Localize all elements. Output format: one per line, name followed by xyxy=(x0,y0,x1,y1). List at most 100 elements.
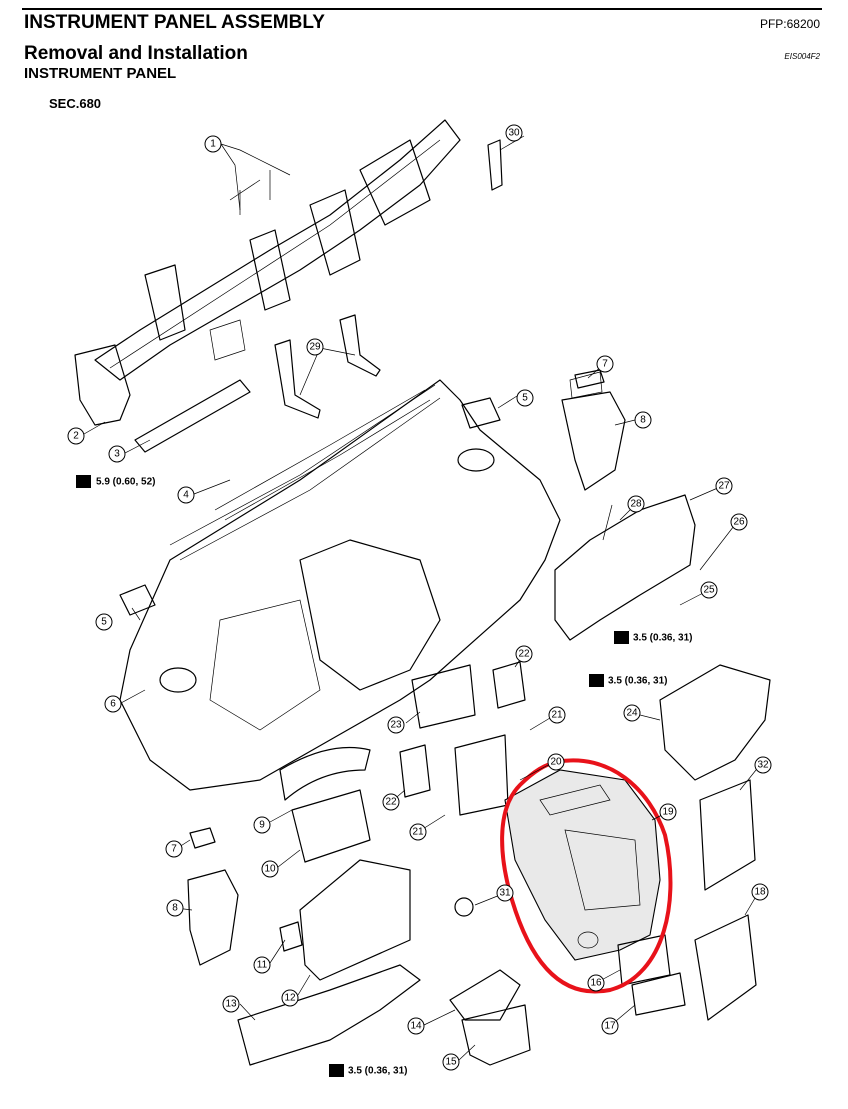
callout-26: 26 xyxy=(730,513,748,531)
svg-text:23: 23 xyxy=(390,720,402,731)
callout-2: 2 xyxy=(67,427,85,445)
svg-text:31: 31 xyxy=(499,888,511,899)
callout-9: 9 xyxy=(253,816,271,834)
header-rule xyxy=(22,8,822,10)
svg-text:28: 28 xyxy=(630,499,642,510)
svg-text:5: 5 xyxy=(101,617,107,628)
svg-text:5: 5 xyxy=(522,393,528,404)
column-cover-14 xyxy=(449,969,521,1021)
callout-22: 22 xyxy=(515,645,533,663)
part-20 xyxy=(454,734,509,816)
svg-text:24: 24 xyxy=(626,708,638,719)
svg-text:3.5 (0.36, 31): 3.5 (0.36, 31) xyxy=(348,1066,407,1077)
svg-text:12: 12 xyxy=(284,993,296,1004)
callout-17: 17 xyxy=(601,1017,619,1035)
torque-label: 3.5 (0.36, 31) xyxy=(589,674,667,687)
svg-text:26: 26 xyxy=(733,517,745,528)
glove-box-24 xyxy=(659,664,771,781)
callout-3: 3 xyxy=(108,445,126,463)
callout-6: 6 xyxy=(104,695,122,713)
svg-text:21: 21 xyxy=(551,710,563,721)
svg-text:5.9 (0.60, 52): 5.9 (0.60, 52) xyxy=(96,477,155,488)
svg-text:4: 4 xyxy=(183,490,189,501)
callout-24: 24 xyxy=(623,704,641,722)
callout-14: 14 xyxy=(407,1017,425,1035)
face-panel-18 xyxy=(694,914,757,1021)
meter-10 xyxy=(291,789,371,863)
callout-22: 22 xyxy=(382,793,400,811)
ring-31 xyxy=(454,897,474,917)
vent-5 xyxy=(119,584,156,616)
vent-8-left xyxy=(187,869,239,966)
vent-8-right xyxy=(561,391,626,491)
svg-text:7: 7 xyxy=(171,844,177,855)
svg-text:2: 2 xyxy=(73,431,79,442)
callout-27: 27 xyxy=(715,477,733,495)
svg-text:17: 17 xyxy=(604,1021,616,1032)
callout-31: 31 xyxy=(496,884,514,902)
pfp-code: PFP:68200 xyxy=(759,17,820,31)
callout-5: 5 xyxy=(95,613,113,631)
callout-4: 4 xyxy=(177,486,195,504)
callout-21: 21 xyxy=(548,706,566,724)
callout-12: 12 xyxy=(281,989,299,1007)
svg-text:7: 7 xyxy=(602,359,608,370)
callout-19: 19 xyxy=(659,803,677,821)
svg-text:14: 14 xyxy=(410,1021,422,1032)
callout-29: 29 xyxy=(306,338,324,356)
svg-text:9: 9 xyxy=(259,820,265,831)
callout-8: 8 xyxy=(634,411,652,429)
svg-text:8: 8 xyxy=(172,903,178,914)
steering-member xyxy=(74,119,461,426)
sec-ref: SEC.680 xyxy=(49,96,102,111)
callout-32: 32 xyxy=(754,756,772,774)
callout-21: 21 xyxy=(409,823,427,841)
callout-7: 7 xyxy=(596,355,614,373)
page-subtitle: Removal and Installation xyxy=(24,43,248,64)
svg-text:19: 19 xyxy=(662,807,674,818)
cover-27 xyxy=(554,494,696,641)
svg-text:3: 3 xyxy=(114,449,120,460)
callout-5: 5 xyxy=(516,389,534,407)
callout-11: 11 xyxy=(253,956,271,974)
callout-23: 23 xyxy=(387,716,405,734)
svg-text:22: 22 xyxy=(385,797,397,808)
svg-text:18: 18 xyxy=(754,887,766,898)
cover-3 xyxy=(134,379,251,453)
page-title: INSTRUMENT PANEL ASSEMBLY xyxy=(24,12,325,33)
cluster-lid-9 xyxy=(279,746,371,801)
svg-text:13: 13 xyxy=(225,999,237,1010)
svg-text:21: 21 xyxy=(412,827,424,838)
bracket-29 xyxy=(274,339,321,419)
section-title: INSTRUMENT PANEL xyxy=(24,65,177,82)
finisher-12 xyxy=(299,859,411,981)
callout-7: 7 xyxy=(165,840,183,858)
torque-label: 3.5 (0.36, 31) xyxy=(329,1064,407,1077)
callout-30: 30 xyxy=(505,124,523,142)
svg-text:20: 20 xyxy=(550,757,562,768)
svg-text:8: 8 xyxy=(640,415,646,426)
column-cover-15 xyxy=(461,1004,531,1066)
svg-text:29: 29 xyxy=(309,342,321,353)
part-23 xyxy=(411,664,476,729)
lower-panel-13 xyxy=(237,964,421,1066)
callout-28: 28 xyxy=(627,495,645,513)
cluster-lid-19 xyxy=(504,769,661,961)
svg-text:11: 11 xyxy=(257,960,268,971)
highlight-circle xyxy=(500,758,673,994)
instrument-panel xyxy=(119,379,561,791)
callout-18: 18 xyxy=(751,883,769,901)
svg-text:16: 16 xyxy=(590,978,602,989)
callout-13: 13 xyxy=(222,995,240,1013)
doc-code: EIS004F2 xyxy=(784,52,820,61)
svg-text:15: 15 xyxy=(445,1057,457,1068)
callout-25: 25 xyxy=(700,581,718,599)
hvac-17 xyxy=(631,972,686,1016)
part-22 xyxy=(492,661,526,709)
svg-text:27: 27 xyxy=(718,481,730,492)
callout-16: 16 xyxy=(587,974,605,992)
callout-15: 15 xyxy=(442,1053,460,1071)
svg-text:25: 25 xyxy=(703,585,715,596)
bracket-30 xyxy=(487,139,503,191)
